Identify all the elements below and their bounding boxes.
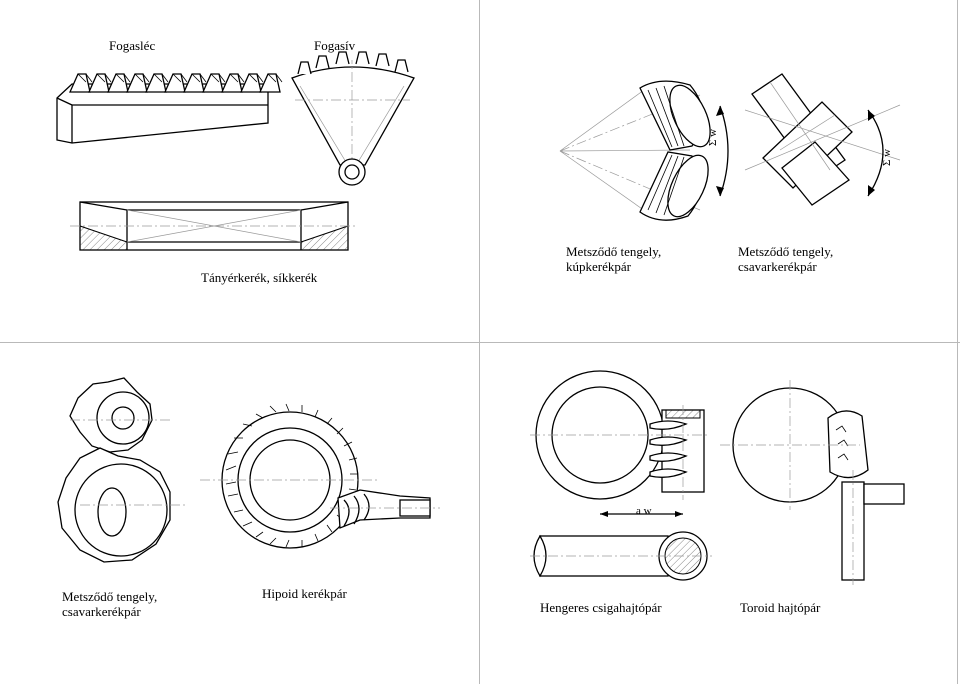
label-cylindrical-worm: Hengeres csigahajtópár <box>540 600 662 615</box>
crossed-helical-pair-drawing <box>744 73 901 206</box>
label-crossed-helical-b-line1: Metsződő tengely, <box>62 589 158 604</box>
annotation-sigma-w-bevel: Σ w <box>707 128 719 146</box>
label-crossed-helical-b-line2: csavarkerékpár <box>62 604 141 619</box>
crown-gear-drawing <box>70 201 358 251</box>
right-border <box>957 0 958 684</box>
label-gear-rack: Fogasléc <box>109 38 156 53</box>
gear-sector-drawing <box>291 51 415 186</box>
label-crossed-helical-line1: Metsződő tengely, <box>738 244 834 259</box>
bevel-gear-pair-drawing <box>559 80 729 221</box>
cylindrical-worm-pair-drawing <box>530 370 712 581</box>
annotation-center-distance: a w <box>636 505 652 517</box>
gear-rack-drawing <box>56 73 283 144</box>
crossed-helical-pair-3d-drawing <box>57 377 185 563</box>
annotation-sigma-w-helical: Σ w <box>881 148 893 166</box>
vertical-divider-top <box>479 0 480 342</box>
vertical-divider-bottom <box>479 343 480 684</box>
label-crossed-helical-line2: csavarkerékpár <box>738 259 817 274</box>
label-gear-sector: Fogasív <box>314 38 356 53</box>
label-toroidal-pair: Toroid hajtópár <box>740 600 821 615</box>
toroidal-pair-drawing <box>720 380 905 585</box>
label-bevel-pair-line1: Metsződő tengely, <box>566 244 662 259</box>
label-hypoid-pair: Hipoid kerékpár <box>262 586 347 601</box>
label-bevel-pair-line2: kúpkerékpár <box>566 259 631 274</box>
hypoid-pair-drawing <box>200 403 440 549</box>
horizontal-divider <box>0 342 960 343</box>
label-crown-gear: Tányérkerék, síkkerék <box>201 270 318 285</box>
